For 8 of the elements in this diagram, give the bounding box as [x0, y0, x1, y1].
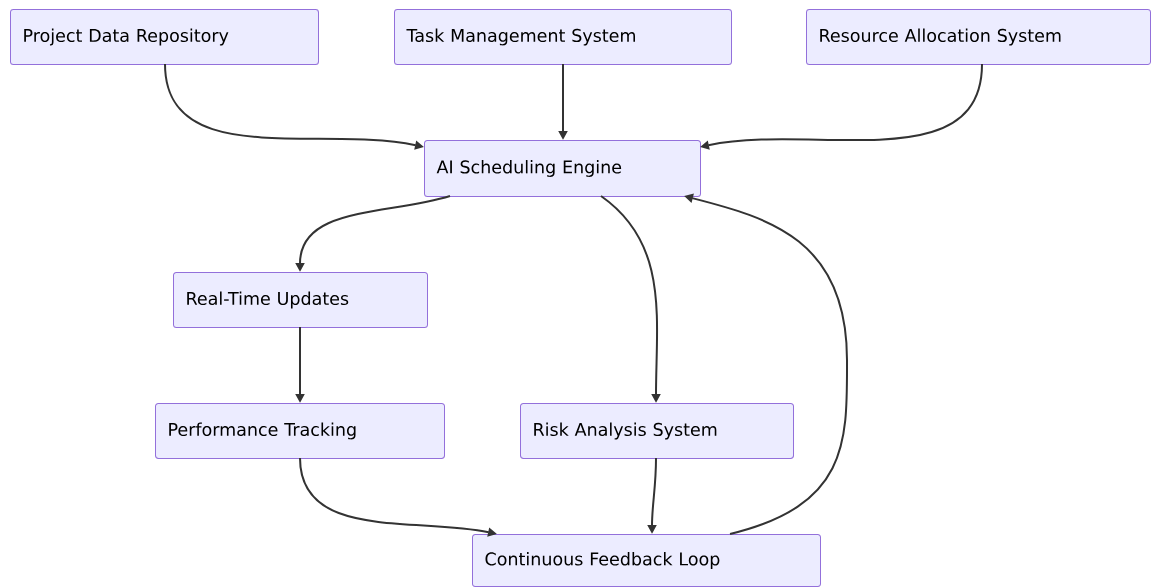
process-box: Resource Allocation System: [806, 9, 1151, 65]
process-box: Risk Analysis System: [520, 403, 794, 459]
process-box: Performance Tracking: [155, 403, 445, 459]
process-box: Continuous Feedback Loop: [472, 534, 821, 587]
process-box: Project Data Repository: [10, 9, 319, 65]
process-box: Task Management System: [394, 9, 732, 65]
process-box: AI Scheduling Engine: [424, 140, 701, 197]
process-box: Real-Time Updates: [173, 272, 428, 328]
